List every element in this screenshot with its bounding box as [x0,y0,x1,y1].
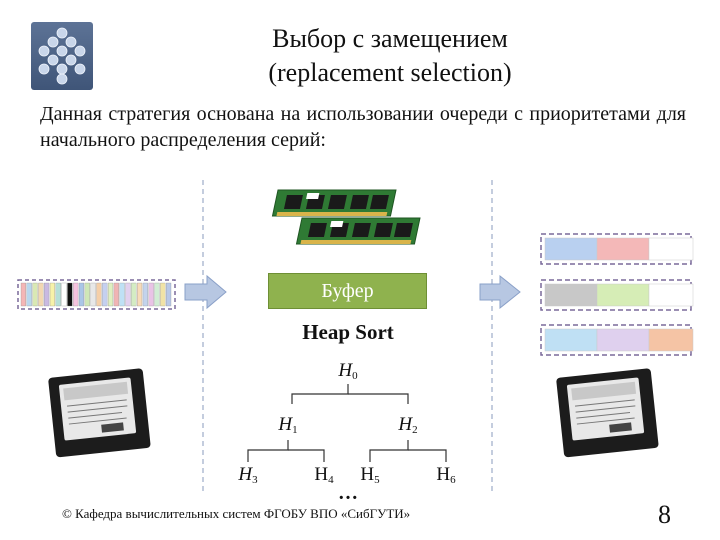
output-run-cell [648,237,694,261]
input-run-stripe [49,282,56,307]
input-run-stripe [107,282,114,307]
edge-h1-h3 [247,440,289,462]
output-run-cell [544,237,598,261]
heap-node-h3: H3 [238,464,258,486]
input-run-stripe [166,282,172,307]
input-run-stripe [67,282,73,307]
input-run-stripe [84,282,90,307]
page-number: 8 [658,500,671,529]
output-run-cell [596,328,650,352]
input-runs-strip [17,279,176,310]
input-run-stripe [38,282,44,307]
footer-copyright: © Кафедра вычислительных систем ФГОБУ ВП… [62,506,411,521]
hexagon-cluster-icon [38,27,86,85]
heap-node-h1: H1 [278,414,298,436]
hard-drive-output-icon [556,368,659,458]
output-run-cell [596,237,650,261]
input-run-stripe [96,282,102,307]
input-run-stripe [119,282,125,307]
hard-drive-input-icon [48,368,151,458]
input-run-stripe [61,282,67,307]
output-run-cell [544,328,598,352]
input-run-stripe [125,282,131,307]
input-run-stripe [20,282,26,307]
heap-node-h6: H6 [436,464,456,486]
university-logo [31,22,93,90]
input-run-stripe [102,282,108,307]
title-line-2: (replacement selection) [268,58,512,87]
heap-ellipsis: … [338,482,359,504]
buffer-box: Буфер [268,273,427,309]
input-run-stripe [148,282,154,307]
output-runs [540,233,694,356]
input-run-stripe [160,282,166,307]
heap-node-h0: H0 [338,360,358,382]
output-run-cell [596,283,650,307]
edge-h2-h6 [408,449,447,462]
slide-title: Выбор с замещением (replacement selectio… [200,22,580,90]
input-run-stripe [142,282,148,307]
edge-h0-h1 [291,384,349,404]
heap-sort-label: Heap Sort [302,320,394,344]
edge-h1-h4 [288,449,325,462]
output-run-cell [544,283,598,307]
output-arrow-icon [479,274,521,310]
input-run-stripe [90,282,96,307]
input-run-stripe [131,282,137,307]
edge-h2-h5 [369,440,409,462]
heap-tree-edges [247,384,447,462]
input-run-stripe [55,282,61,307]
input-run-stripe [26,282,32,307]
input-run-stripe [44,282,50,307]
input-run-stripe [154,282,160,307]
edge-h0-h2 [348,393,409,404]
input-run-stripe [78,282,85,307]
heap-node-h4: H4 [314,464,334,486]
output-run-cell [648,283,694,307]
input-run-stripe [113,282,119,307]
title-line-1: Выбор с замещением [272,24,508,53]
heap-node-h5: H5 [360,464,380,486]
input-arrow-icon [184,274,227,310]
intro-text: Данная стратегия основана на использован… [40,103,686,151]
input-run-stripe [73,282,79,307]
input-run-stripe [136,282,143,307]
heap-node-h2: H2 [398,414,418,436]
ram-modules-icon [271,189,421,245]
input-run-stripe [32,282,38,307]
output-run-cell [648,328,694,352]
